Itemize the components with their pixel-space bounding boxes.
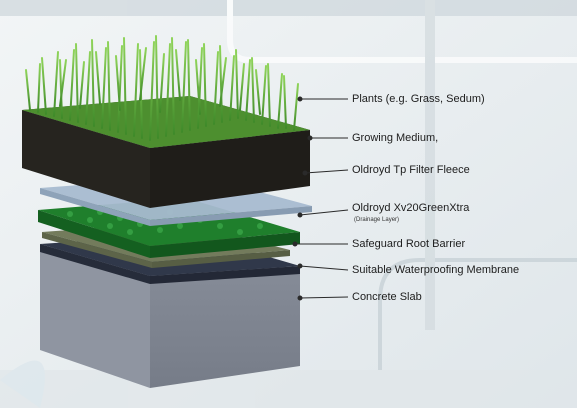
label-waterproofing: Suitable Waterproofing Membrane bbox=[352, 264, 520, 276]
leader-lines bbox=[292, 96, 349, 301]
label-concrete-slab: Concrete Slab bbox=[352, 291, 422, 303]
label-plants: Plants (e.g. Grass, Sedum) bbox=[352, 93, 485, 105]
label-drainage-sublabel: (Drainage Layer) bbox=[354, 217, 400, 223]
label-drainage-layer: Oldroyd Xv20GreenXtra bbox=[352, 202, 470, 214]
layer-plants bbox=[22, 35, 310, 148]
label-root-barrier: Safeguard Root Barrier bbox=[352, 238, 466, 250]
label-filter-fleece: Oldroyd Tp Filter Fleece bbox=[352, 164, 470, 176]
label-growing-medium: Growing Medium, bbox=[352, 132, 439, 144]
